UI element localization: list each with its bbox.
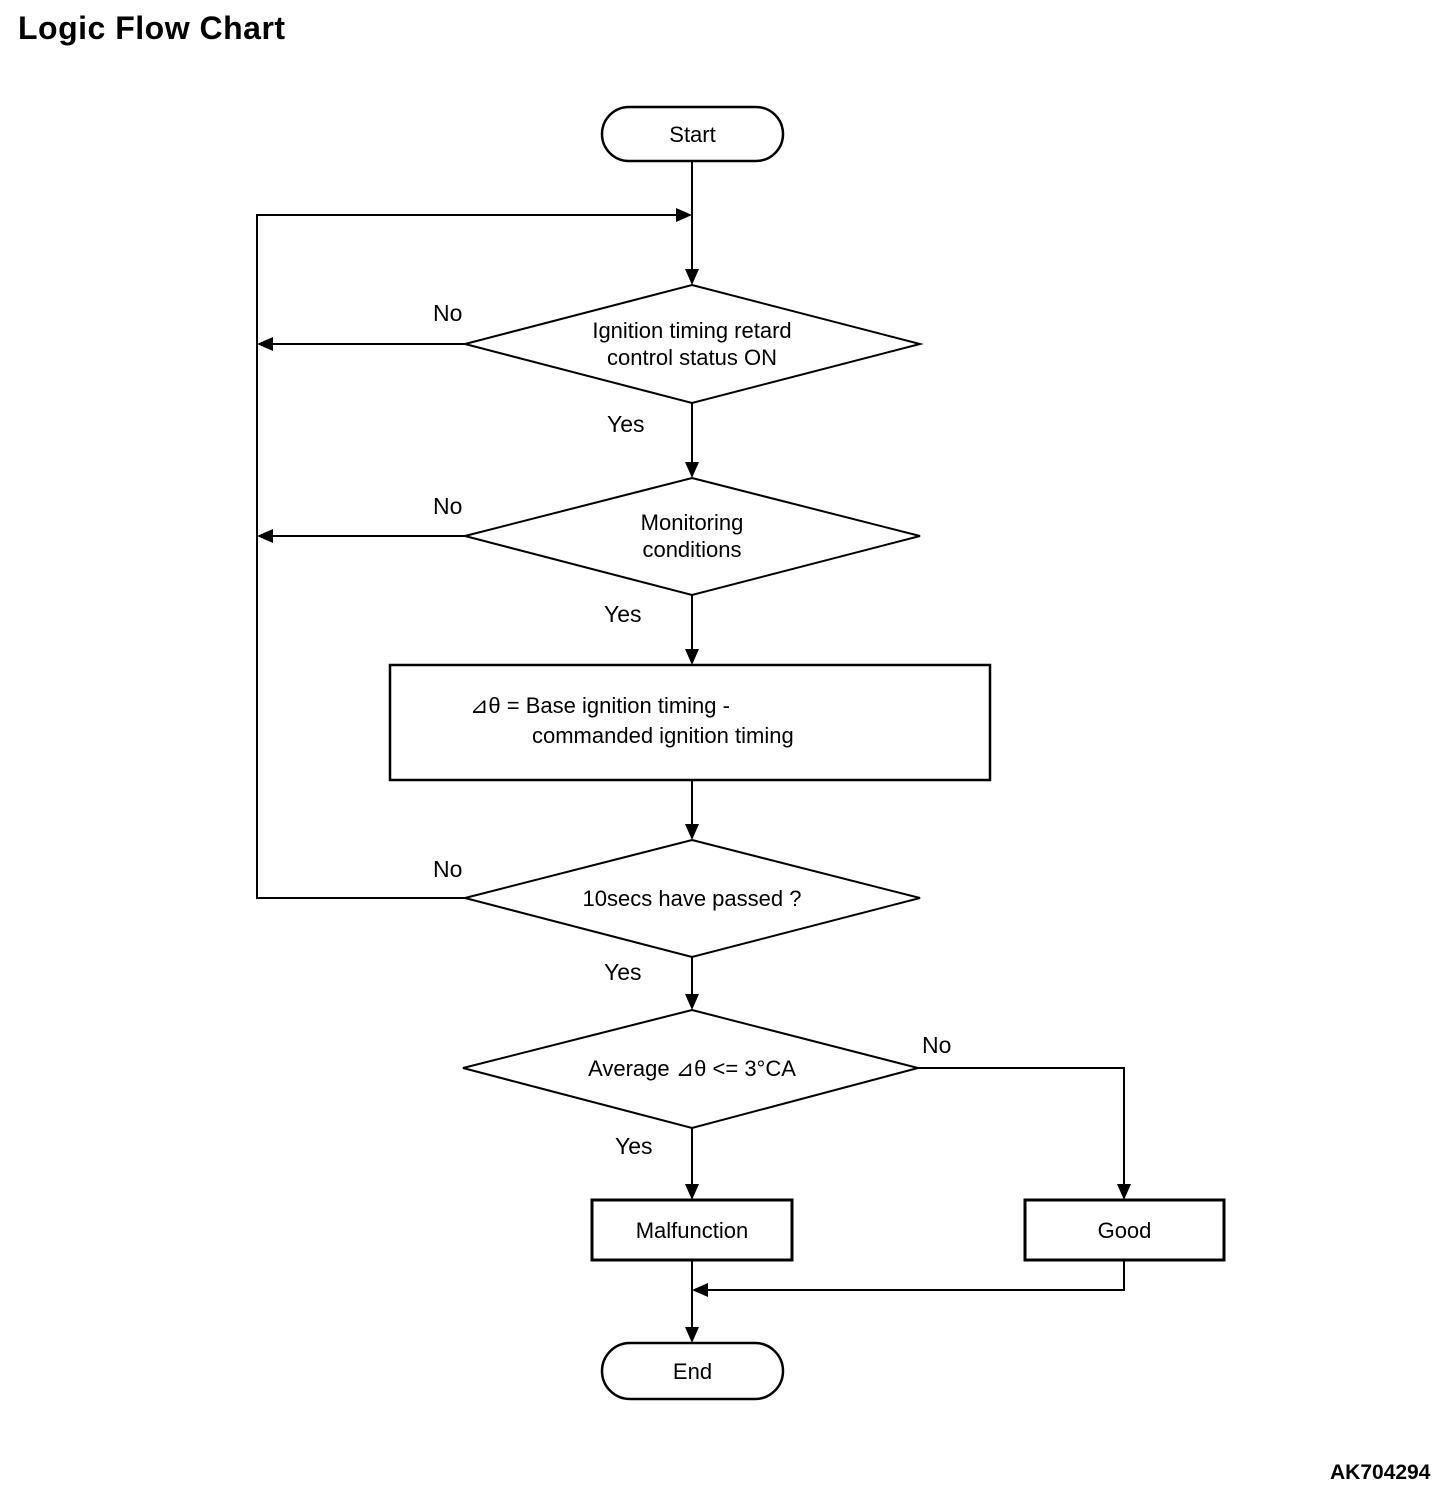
process-delta-label: ⊿θ = Base ignition timing - commanded ig… <box>470 691 794 751</box>
branch-label-ignition-yes: Yes <box>607 411 645 437</box>
decision-average-label: Average ⊿θ <= 3°CA <box>588 1055 796 1081</box>
arrowhead-into-process <box>685 649 699 665</box>
arrowhead-into-10secs <box>685 824 699 840</box>
good-node-label: Good <box>1097 1217 1152 1243</box>
start-terminator-shape <box>600 105 785 163</box>
edge-good-to-merge <box>708 1260 1125 1291</box>
arrowhead-good-merge <box>692 1283 708 1297</box>
branch-label-average-no: No <box>922 1032 952 1058</box>
end-node-label: End <box>672 1358 713 1384</box>
decision-ignition-line1: Ignition timing retard <box>592 318 792 343</box>
decision-monitoring-line2: conditions <box>642 537 742 562</box>
arrowhead-into-ignition <box>685 269 699 285</box>
branch-label-ignition-no: No <box>433 300 463 326</box>
edge-loop-no-return <box>256 214 676 899</box>
start-node-label: Start <box>669 121 716 147</box>
decision-ignition-line2: control status ON <box>607 345 777 370</box>
decision-ignition-label: Ignition timing retard control status ON <box>492 317 892 371</box>
malfunction-box-shape <box>590 1198 794 1262</box>
branch-label-average-yes: Yes <box>615 1133 653 1159</box>
edge-average-no <box>918 1067 1125 1185</box>
good-box-shape <box>1023 1198 1226 1262</box>
process-delta-shape <box>388 663 992 782</box>
arrowhead-into-malfunction <box>685 1184 699 1200</box>
arrowhead-ignition-no <box>257 337 273 351</box>
decision-monitoring-shape <box>464 476 921 597</box>
arrowhead-into-monitoring <box>685 462 699 478</box>
decision-10secs-shape <box>464 838 921 959</box>
branch-label-monitoring-yes: Yes <box>604 601 642 627</box>
process-delta-line2: commanded ignition timing <box>532 723 794 748</box>
arrowhead-into-good <box>1117 1184 1131 1200</box>
branch-label-10secs-no: No <box>433 856 463 882</box>
arrowhead-loop-into-main-line <box>676 208 692 222</box>
arrowhead-monitoring-no <box>257 529 273 543</box>
arrowhead-into-end <box>685 1327 699 1343</box>
decision-monitoring-label: Monitoring conditions <box>492 509 892 563</box>
decision-monitoring-line1: Monitoring <box>640 510 744 535</box>
branch-label-10secs-yes: Yes <box>604 959 642 985</box>
decision-ignition-shape <box>461 283 924 405</box>
process-delta-line1: ⊿θ = Base ignition timing - <box>470 693 730 718</box>
page-title: Logic Flow Chart <box>18 10 286 46</box>
figure-code: AK704294 <box>1330 1461 1431 1484</box>
branch-label-monitoring-no: No <box>433 493 463 519</box>
decision-average-shape <box>462 1008 922 1130</box>
malfunction-node-label: Malfunction <box>635 1217 749 1243</box>
arrowhead-into-average <box>685 994 699 1010</box>
end-terminator-shape <box>600 1341 785 1401</box>
decision-10secs-label: 10secs have passed ? <box>582 885 802 911</box>
